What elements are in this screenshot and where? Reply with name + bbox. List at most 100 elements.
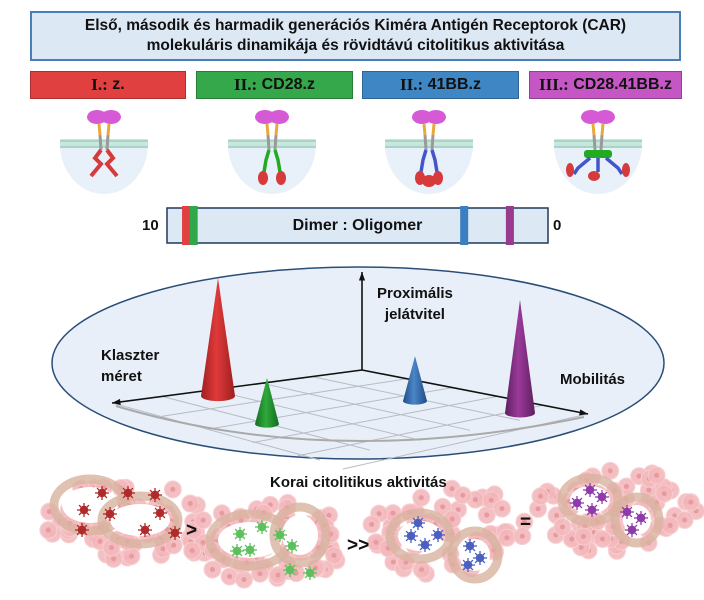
car-t-cell-body xyxy=(155,508,165,518)
car-t-cell-body xyxy=(287,541,297,551)
tumor-cell-nucleus xyxy=(519,533,525,539)
transmembrane-domain xyxy=(423,134,428,151)
tumor-cell-nucleus xyxy=(636,473,642,479)
tumor-cell-nucleus xyxy=(189,548,195,554)
car-t-cell xyxy=(595,490,609,504)
grid-edge xyxy=(115,405,585,443)
car-t-cell-body xyxy=(245,545,255,555)
car-t-cell xyxy=(585,503,599,517)
tumor-cell-nucleus xyxy=(537,493,543,499)
lysis-cavity xyxy=(110,504,170,536)
car-t-cell-body xyxy=(140,525,150,535)
generation-label-first-z: I.: z. xyxy=(30,71,186,99)
tumor-cell-nucleus xyxy=(535,506,541,512)
car-t-cell xyxy=(583,483,597,497)
car-t-cell-body xyxy=(465,541,475,551)
grid-line xyxy=(111,402,321,461)
car-t-cell xyxy=(285,539,299,553)
car-t-cell-body xyxy=(305,568,315,578)
tumor-cell-nucleus xyxy=(484,512,490,518)
tumor-cell-nucleus xyxy=(241,577,247,583)
figure-title-line-2: molekuláris dinamikája és rövidtávú cito… xyxy=(146,37,565,54)
car-t-cell-body xyxy=(597,492,607,502)
car-t-cell-body xyxy=(433,530,443,540)
car-t-cell-body xyxy=(475,553,485,563)
scale-left-value: 10 xyxy=(142,217,159,234)
tumor-cell-nucleus xyxy=(688,499,694,505)
scfv-domain xyxy=(87,110,107,124)
scale-marker-cd28-z xyxy=(189,206,198,245)
scale-marker-41bb-z xyxy=(460,206,469,245)
car-t-cell xyxy=(233,527,247,541)
dynamics-3d-plot xyxy=(51,266,665,470)
lysis-cavity xyxy=(282,515,318,555)
generation-name: 41BB.z xyxy=(427,76,481,93)
car-t-cell xyxy=(570,496,584,510)
cytoplasm-region xyxy=(60,144,148,194)
tumor-cell-nucleus xyxy=(623,484,629,490)
comparison-greater: > xyxy=(186,520,198,541)
car-t-cell xyxy=(625,523,639,537)
car-t-cell xyxy=(418,538,432,552)
tumor-cell-cluster-2 xyxy=(183,493,346,589)
figure-title-box: Első, második és harmadik generációs Kim… xyxy=(30,11,681,61)
scale-marker-cd28-41bb-z xyxy=(505,206,514,245)
hinge-domain xyxy=(265,123,270,136)
car-t-cell xyxy=(77,503,91,517)
car-t-cell xyxy=(461,558,475,572)
tumor-cell-nucleus xyxy=(390,510,396,516)
tumor-cell-nucleus xyxy=(111,556,117,562)
axis-label-mobility: Mobilitás xyxy=(560,371,626,388)
axis-label-line: Proximális xyxy=(377,285,453,302)
car-t-cell-body xyxy=(406,531,416,541)
synapse-rim xyxy=(49,474,131,536)
car-t-cell-body xyxy=(77,525,87,535)
car-t-cell-body xyxy=(413,518,423,528)
tumor-cell-nucleus xyxy=(504,535,510,541)
tumor-cell-nucleus xyxy=(569,536,575,542)
tumor-cell-nucleus xyxy=(460,492,466,498)
tumor-cell-nucleus xyxy=(580,533,586,539)
tumor-cell-nucleus xyxy=(108,544,114,550)
transmembrane-domain xyxy=(592,134,597,151)
axis-label-proximal-signaling: Proximális jelátvitel xyxy=(377,283,453,325)
scfv-domain xyxy=(269,110,289,124)
tumor-cell-nucleus xyxy=(128,553,134,559)
grid-line xyxy=(211,389,421,441)
costim-domain xyxy=(273,149,282,173)
tumor-cell-nucleus xyxy=(369,521,375,527)
cell-membrane xyxy=(385,139,473,148)
scale-bar xyxy=(166,207,549,244)
car-t-cell xyxy=(634,511,648,525)
tumor-cell-cluster-3 xyxy=(362,479,534,584)
car-t-cell-body xyxy=(420,540,430,550)
cone-body xyxy=(403,356,427,405)
cone-z xyxy=(201,278,235,402)
cd3z-domain xyxy=(622,163,630,177)
generation-label-third-cd28-41bbz: III.: CD28.41BB.z xyxy=(529,71,682,99)
tumor-cell-nucleus xyxy=(449,486,455,492)
comparison-much-greater: >> xyxy=(347,535,370,556)
tumor-cell-nucleus xyxy=(97,538,103,544)
scfv-domain xyxy=(101,110,121,124)
car-t-cell-body xyxy=(636,513,646,523)
car-t-cell xyxy=(153,506,167,520)
axis-label-line: jelátvitel xyxy=(384,306,445,323)
cd3z-domain xyxy=(588,171,600,181)
tumor-cell-nucleus xyxy=(488,497,494,503)
car-t-cell-body xyxy=(123,488,133,498)
tumor-cell-nucleus xyxy=(170,486,176,492)
car-molecule-41bb-z xyxy=(385,110,473,194)
car-t-cell-body xyxy=(587,505,597,515)
tumor-cell-nucleus xyxy=(227,574,233,580)
tumor-cell-nucleus xyxy=(187,501,193,507)
cone-body xyxy=(201,278,235,402)
hinge-domain xyxy=(97,123,102,136)
car-t-cell xyxy=(431,528,445,542)
car-t-cell-body xyxy=(150,490,160,500)
tumor-cell-nucleus xyxy=(160,546,166,552)
axis-label-cluster-size: Klaszter méret xyxy=(101,345,159,387)
tumor-cell-nucleus xyxy=(449,516,455,522)
tumor-cell-nucleus xyxy=(419,567,425,573)
scale-marker-z xyxy=(182,206,191,245)
